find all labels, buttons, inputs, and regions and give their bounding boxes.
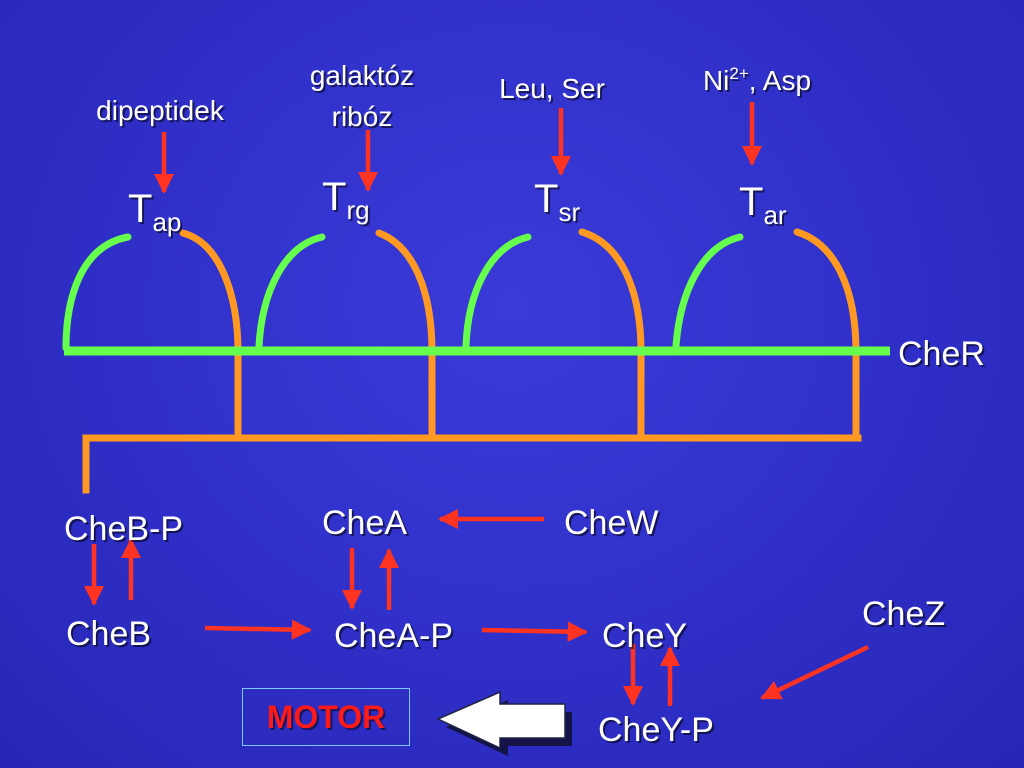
dome-tsr-green [462,233,532,350]
ligand-dipeptidek: dipeptidek [96,95,225,126]
receptor-tsr-sub: sr [558,197,580,227]
receptor-tar: Tar [739,180,787,230]
ligand-ni-asp: Ni2+, Asp [703,64,811,96]
protein-cheap: CheA-P [334,617,453,655]
protein-chez: CheZ [862,595,945,633]
receptor-tap-base: T [128,187,152,231]
protein-chebp: CheB-P [64,510,183,548]
ligand-asp: , Asp [749,65,811,96]
arrow-cheap-to-chey [481,621,589,642]
receptor-domes [62,228,860,356]
ligand-riboz: ribóz [332,101,393,132]
dome-tar-orange [793,228,860,356]
motor-box: MOTOR [242,688,410,746]
receptor-tar-sub: ar [763,200,786,230]
ligand-ni-superscript: 2+ [729,64,748,83]
protein-chew: CheW [564,504,658,542]
dome-trg-green [255,233,326,350]
receptor-trg-sub: rg [346,195,369,225]
dome-tap-orange [179,229,242,356]
protein-cher: CheR [898,335,985,373]
protein-cheb: CheB [66,615,151,653]
dome-tar-green [672,233,744,350]
white-arrow-icon [436,690,572,756]
ligand-galaktoz: galaktóz [310,60,414,91]
motor-label: MOTOR [266,698,386,735]
ligand-ni-base: Ni [703,65,729,96]
dome-tsr-orange [578,228,645,356]
signal-bus-line [82,434,862,494]
receptor-tap-sub: ap [152,207,181,237]
receptor-tap: Tap [128,187,181,237]
ligand-leu-ser: Leu, Ser [499,73,605,104]
receptor-tsr-base: T [534,177,558,221]
receptor-tsr: Tsr [534,177,580,227]
protein-chey: CheY [602,617,687,655]
dome-tap-green [62,233,132,352]
arrow-cheb-to-cheap [204,619,313,640]
cytoplasmic-network [82,348,862,494]
arrows [83,102,869,707]
arrow-chez-to-cheyp [760,644,869,701]
receptor-trg: Trg [322,175,370,225]
protein-cheyp: CheY-P [598,711,714,749]
receptor-tar-base: T [739,180,763,224]
dome-trg-orange [375,229,436,356]
receptor-trg-base: T [322,175,346,219]
protein-chea: CheA [322,504,407,542]
